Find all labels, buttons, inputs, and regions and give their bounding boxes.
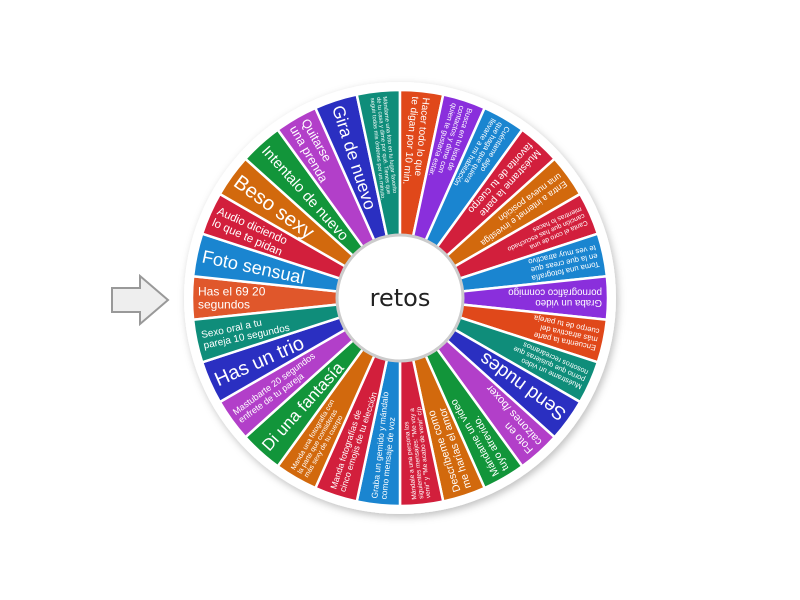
segment-label-line: segundos (198, 298, 250, 312)
segment-label-line: pornográfico conmigo (508, 286, 602, 297)
segment-label: Graba un videopornográfico conmigo (508, 286, 602, 308)
segment-label: Mándame una foto en tu lugar favoritode … (369, 96, 398, 200)
arrow-right-icon (111, 274, 170, 326)
segment-label-line: Graba un video (535, 297, 602, 308)
segment-label: Encuentra la partemás atractiva delcuerp… (529, 313, 600, 352)
wheel-title: retos (370, 284, 431, 312)
segment-label-line: Has el 69 20 (198, 285, 266, 299)
wheel-hub[interactable] (335, 233, 465, 363)
